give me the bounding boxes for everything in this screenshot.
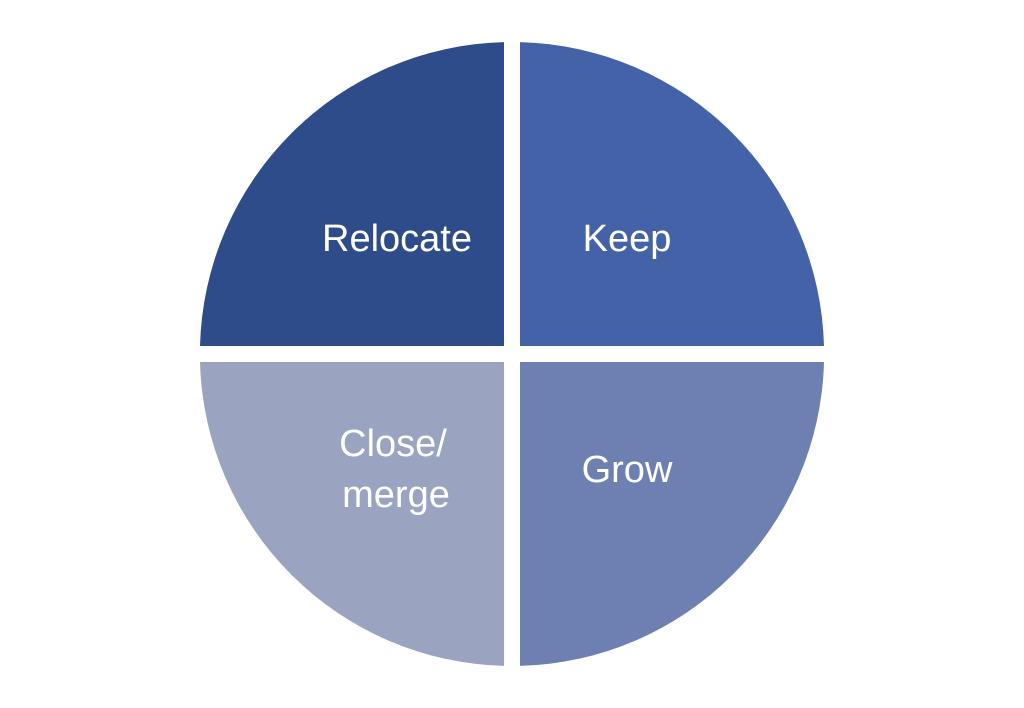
- label-close-line2: merge: [342, 474, 450, 516]
- label-keep: Keep: [583, 218, 672, 260]
- quadrant-top-left: [200, 42, 504, 346]
- label-close-line1: Close/: [339, 423, 447, 465]
- quadrant-bottom-left: [200, 362, 504, 666]
- quadrant-top-right: [520, 42, 824, 346]
- label-grow: Grow: [582, 449, 673, 491]
- label-relocate: Relocate: [322, 218, 472, 260]
- quadrant-bottom-right: [520, 362, 824, 666]
